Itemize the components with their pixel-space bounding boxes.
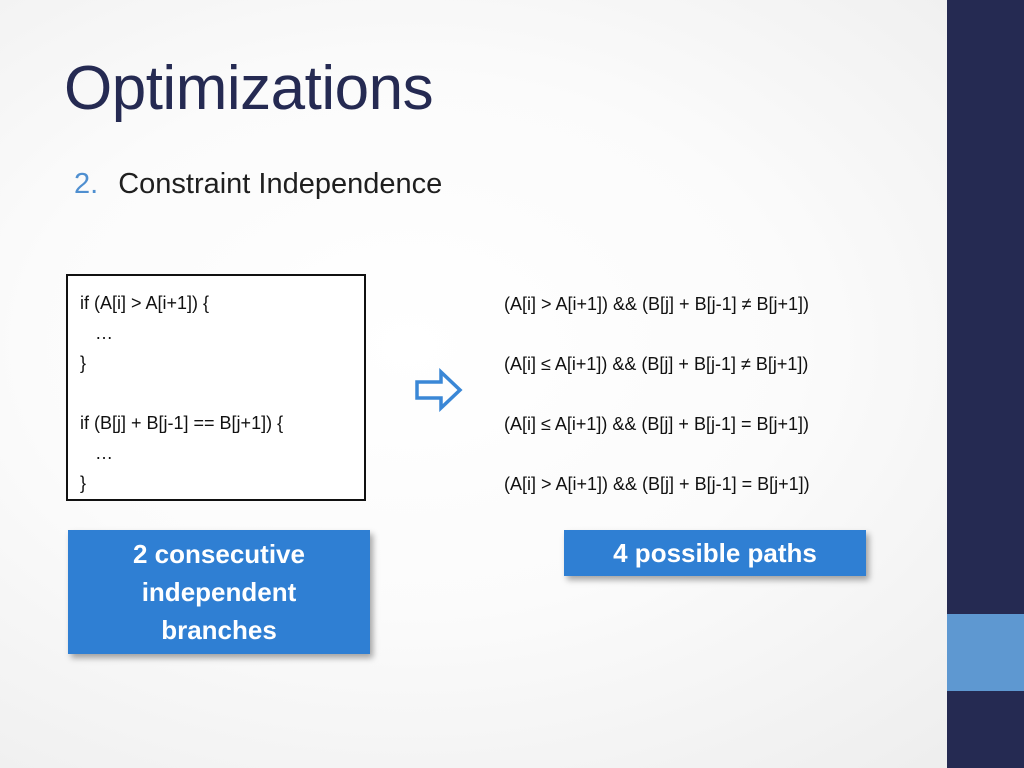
code-line: } — [80, 473, 87, 493]
list-item-text: Constraint Independence — [118, 168, 443, 200]
callout-line: independent — [141, 577, 297, 607]
path-condition: (A[i] > A[i+1]) && (B[j] + B[j-1] ≠ B[j+… — [504, 294, 809, 314]
code-box: if (A[i] > A[i+1]) { … } if (B[j] + B[j-… — [66, 274, 366, 501]
independent-branches-callout: 2 consecutive independent branches — [68, 530, 370, 654]
path-conditions-list: (A[i] > A[i+1]) && (B[j] + B[j-1] ≠ B[j+… — [504, 289, 924, 529]
callout-line: 2 consecutive — [133, 539, 305, 569]
code-line: if (B[j] + B[j-1] == B[j+1]) { — [80, 413, 284, 433]
code-line: … — [80, 443, 114, 463]
right-arrow-icon — [415, 368, 463, 412]
path-condition: (A[i] ≤ A[i+1]) && (B[j] + B[j-1] = B[j+… — [504, 414, 809, 434]
code-line — [80, 378, 364, 408]
callout-text: 4 possible paths — [613, 538, 817, 568]
numbered-list-item: 2. Constraint Independence — [74, 170, 442, 199]
path-condition: (A[i] > A[i+1]) && (B[j] + B[j-1] = B[j+… — [504, 474, 810, 494]
code-line: } — [80, 353, 87, 373]
sidebar-accent-block — [947, 614, 1024, 691]
callout-line: branches — [161, 615, 277, 645]
slide-title: Optimizations — [64, 54, 434, 123]
code-line: … — [80, 323, 114, 343]
possible-paths-callout: 4 possible paths — [564, 530, 866, 576]
path-condition: (A[i] ≤ A[i+1]) && (B[j] + B[j-1] ≠ B[j+… — [504, 354, 809, 374]
code-line: if (A[i] > A[i+1]) { — [80, 293, 210, 313]
list-item-number: 2. — [74, 168, 99, 200]
